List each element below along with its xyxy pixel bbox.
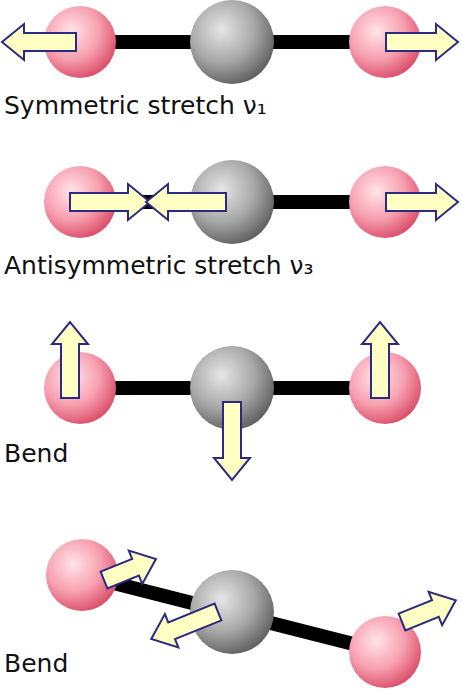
- motion-arrow: [395, 584, 462, 639]
- carbon-atom: [190, 0, 274, 84]
- motion-arrow: [362, 322, 398, 398]
- motion-arrow: [386, 24, 458, 60]
- motion-arrow: [2, 24, 76, 60]
- motion-arrow: [214, 402, 250, 480]
- motion-arrow: [144, 595, 224, 655]
- motion-arrow: [70, 184, 150, 220]
- mode-label: Symmetric stretch ν₁: [4, 92, 267, 120]
- motion-arrow: [386, 184, 458, 220]
- motion-arrow: [146, 184, 226, 220]
- motion-arrow: [97, 542, 162, 596]
- mode-label: Bend: [4, 440, 68, 468]
- mode-label: Antisymmetric stretch ν₃: [4, 252, 314, 280]
- mode-label: Bend: [4, 650, 68, 678]
- motion-arrow: [52, 322, 88, 398]
